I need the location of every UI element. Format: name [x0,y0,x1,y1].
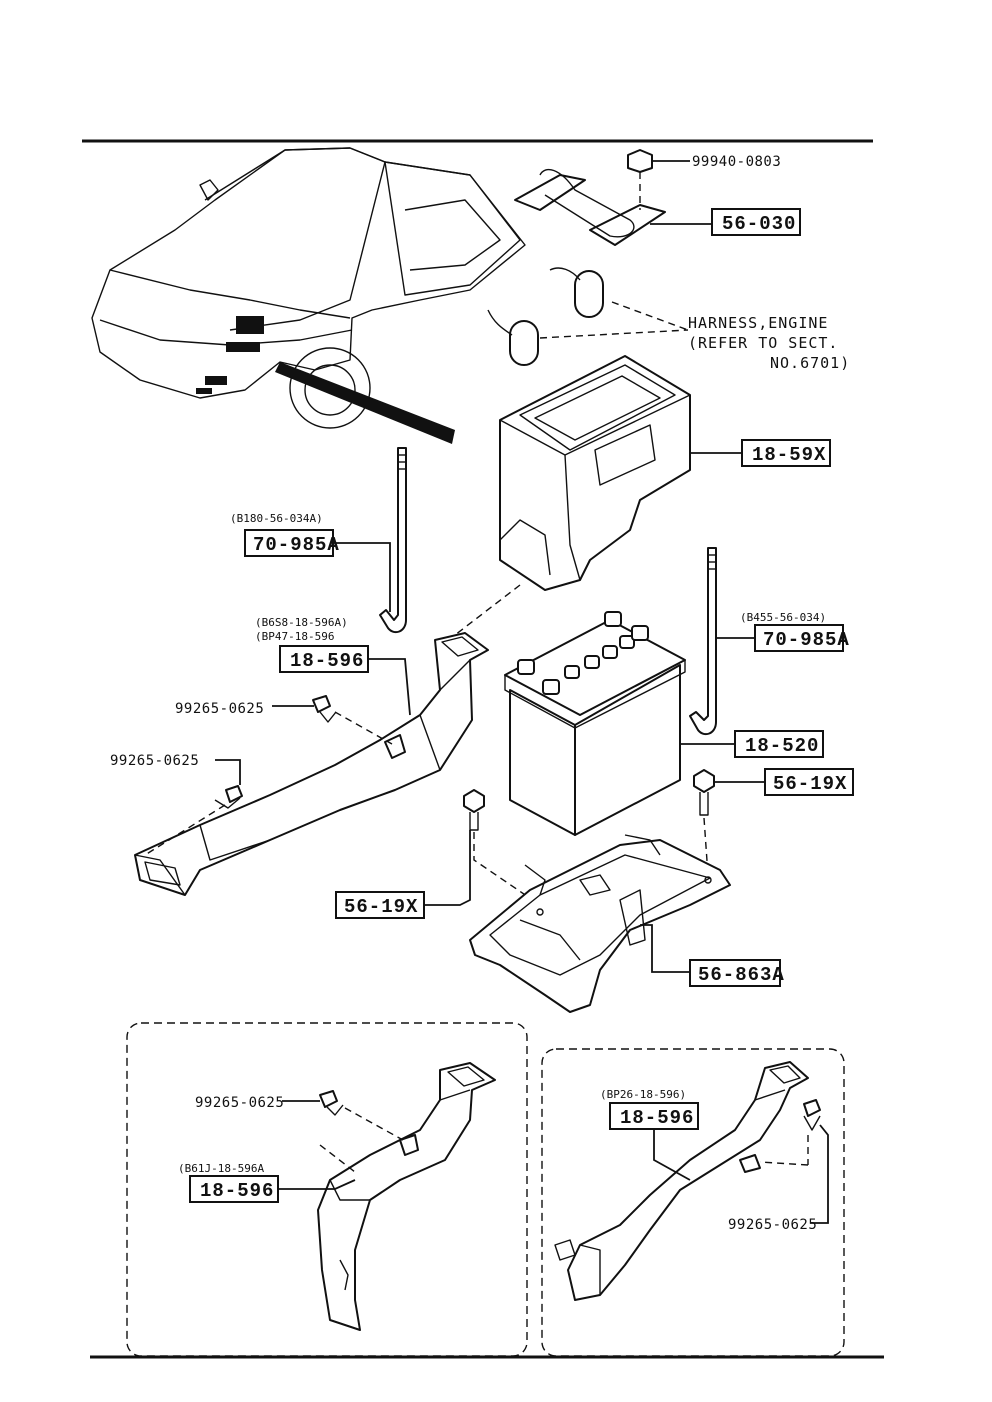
clamp-part [487,149,666,366]
callout-rod-right-box [754,624,844,652]
inset-right-frame [541,1048,845,1357]
inset-left-duct [317,1062,496,1331]
harness-note-line3: NO.6701) [770,354,850,372]
bolt-right [693,769,715,816]
callout-duct-main-box [279,645,369,673]
inset-left-callout-clip: 99265-0625 [195,1095,284,1111]
callout-tray: 56-863A [698,964,785,986]
air-duct-main-part [134,632,489,896]
clip-lower [214,785,243,809]
callout-rod-right: 70-985A [763,629,850,651]
hold-down-rod-right [689,547,717,736]
callout-rod-left: 70-985A [253,534,340,556]
callout-clamp: 56-030 [722,213,796,235]
callout-duct-main: 18-596 [290,650,364,672]
callout-bolt-left-box [335,891,425,919]
inset-right-callout-duct-box [609,1102,699,1130]
callout-tray-box [689,959,781,987]
callout-rod-right-sub: (B455-56-034) [740,611,826,624]
callout-duct-main-sub2: (BP47-18-596 [255,630,334,643]
callout-battery: 18-520 [745,735,819,757]
inset-right-callout-clip: 99265-0625 [728,1217,817,1233]
harness-note-line2: (REFER TO SECT. [688,334,838,352]
inset-right-callout-duct: 18-596 [620,1107,694,1129]
harness-note-line1: HARNESS,ENGINE [688,314,828,332]
callout-clip-upper: 99265-0625 [175,701,264,717]
callout-clamp-box [711,208,801,236]
callout-rod-left-box [244,529,334,557]
inset-left-callout-duct: 18-596 [200,1180,274,1202]
inset-right-duct [554,1061,809,1301]
clip-upper [312,695,337,723]
inset-left-callout-duct-sub: (B61J-18-596A [178,1162,264,1175]
inset-right-clip [803,1099,821,1131]
callout-bolt-left: 56-19X [344,896,418,918]
callout-cover: 18-59X [752,444,826,466]
vehicle-illustration [91,147,526,444]
inset-right-callout-duct-sub: (BP26-18-596) [600,1088,686,1101]
inset-left-clip [319,1090,344,1116]
bolt-left [463,789,485,831]
callout-bolt-right: 56-19X [773,773,847,795]
callout-rod-left-sub: (B180-56-034A) [230,512,323,525]
battery-part [504,611,686,836]
hold-down-rod-left [379,447,407,634]
callout-nut-top: 99940-0803 [692,154,781,170]
callout-clip-lower: 99265-0625 [110,753,199,769]
callout-bolt-right-box [764,768,854,796]
callout-battery-box [734,730,824,758]
battery-tray-part [469,834,731,1013]
callout-duct-main-sub1: (B6S8-18-596A) [255,616,348,629]
inset-left-frame [126,1022,528,1357]
battery-cover-part [499,355,691,591]
callout-cover-box [741,439,831,467]
